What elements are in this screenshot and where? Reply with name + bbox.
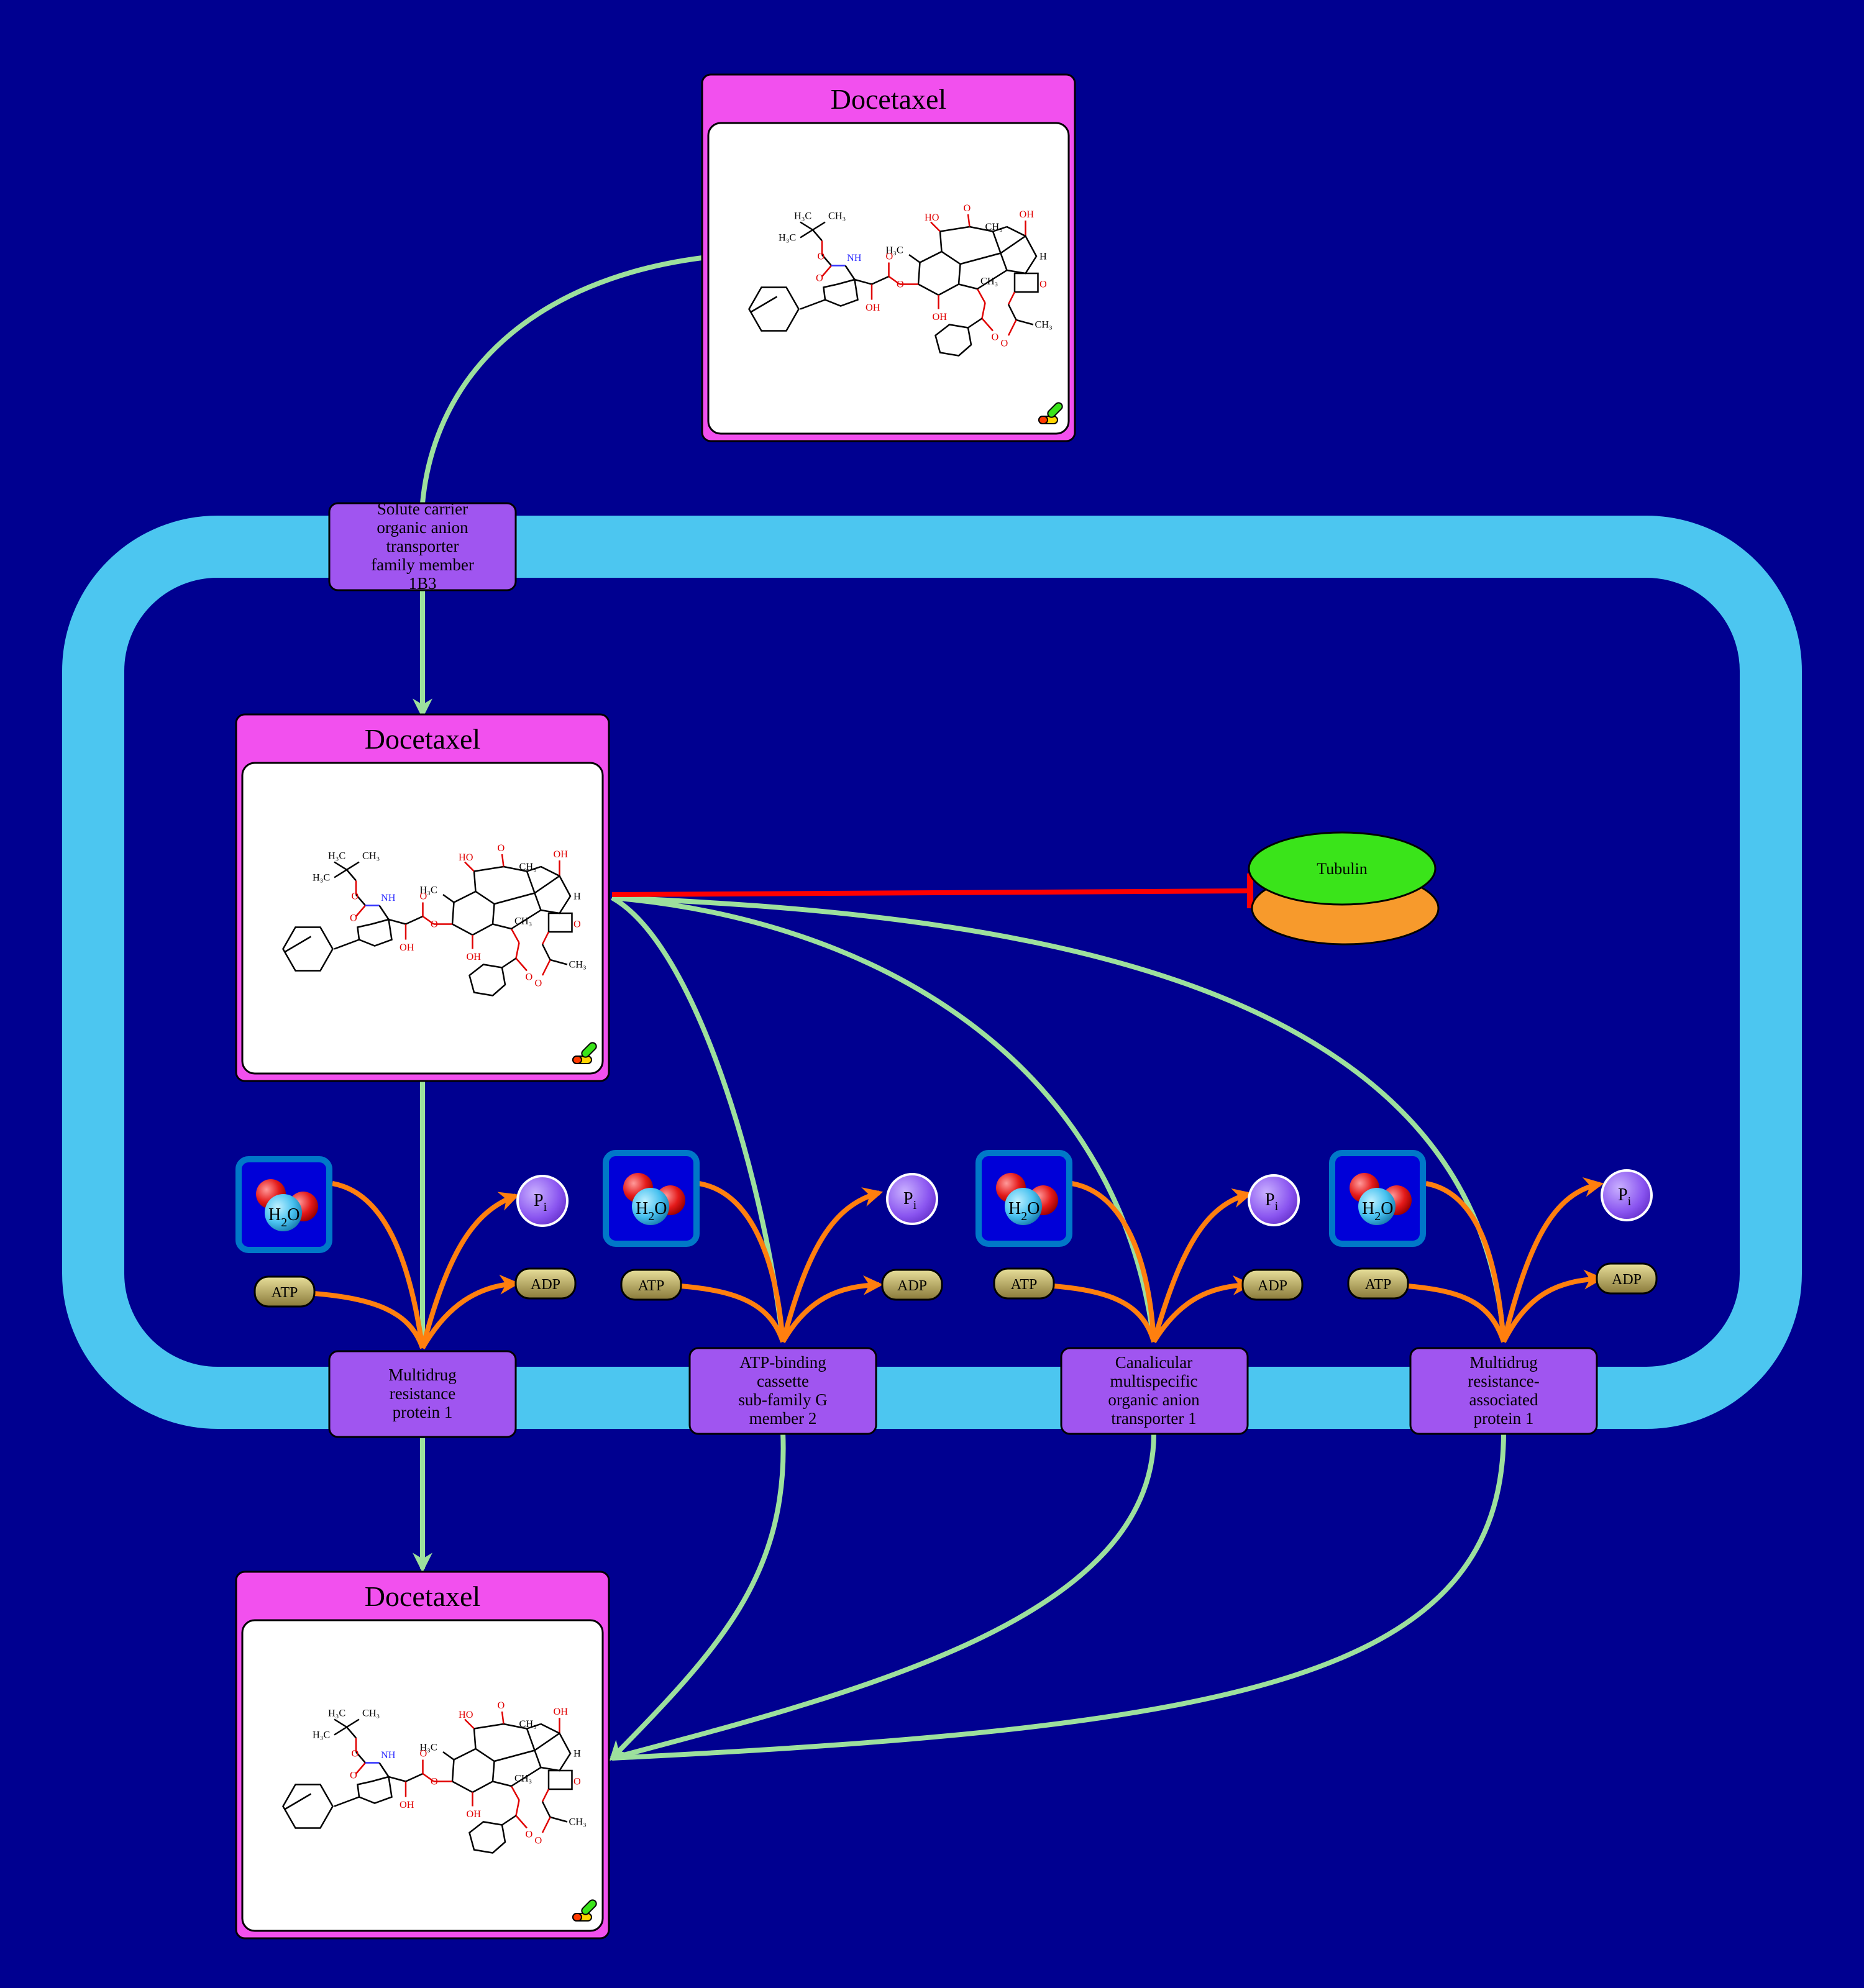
efflux-path-abcg2-out xyxy=(609,1431,786,1761)
phosphate-node[interactable]: Pi xyxy=(886,1173,938,1225)
water-node[interactable]: H2O xyxy=(979,1153,1069,1244)
atp-pill xyxy=(620,1269,682,1301)
phosphate-label: Pi xyxy=(534,1191,547,1214)
transporter-label-line: multispecific xyxy=(1110,1372,1198,1390)
adp-pill xyxy=(1241,1269,1304,1301)
docetaxel-effluxed-node[interactable]: Docetaxel xyxy=(235,1571,610,1940)
phosphate-label: Pi xyxy=(1618,1185,1632,1208)
drug-structure-panel xyxy=(241,762,604,1075)
transporter-label-line: Multidrug xyxy=(1469,1353,1538,1372)
transporter-label-line: member 2 xyxy=(749,1409,817,1428)
transporter-label-line: organic anion xyxy=(1108,1390,1200,1409)
transporter-mdr1[interactable]: Multidrug resistance protein 1 xyxy=(328,1350,517,1438)
atp-label: ATP xyxy=(1011,1277,1038,1293)
tubulin-node[interactable]: Tubulin xyxy=(1248,831,1440,946)
drug-structure-panel xyxy=(707,122,1070,435)
water-node[interactable]: H2O xyxy=(1332,1153,1423,1244)
transporter-box xyxy=(1409,1347,1598,1435)
transporter-label-line: Multidrug xyxy=(388,1366,457,1384)
atp-node[interactable]: ATP xyxy=(1347,1267,1409,1300)
transporter-label-line: transporter xyxy=(386,537,459,555)
tubulin-upper-shape xyxy=(1248,831,1437,906)
transporter-box xyxy=(328,502,517,591)
atp-label: ATP xyxy=(1365,1277,1392,1293)
adp-label: ADP xyxy=(1612,1272,1642,1288)
transporter-cmoat[interactable]: Canalicular multispecific organic anion … xyxy=(1060,1347,1249,1435)
water-label: H2O xyxy=(268,1205,299,1229)
adp-node[interactable]: ADP xyxy=(881,1269,943,1301)
adp-label: ADP xyxy=(531,1277,560,1293)
drug-node-title: Docetaxel xyxy=(365,723,480,755)
tubulin-label: Tubulin xyxy=(1317,860,1367,878)
water-label: H2O xyxy=(1008,1199,1039,1223)
transporter-label-line: family member xyxy=(371,555,474,574)
atp-node[interactable]: ATP xyxy=(993,1267,1055,1300)
transporter-label-line: associated xyxy=(1469,1390,1538,1409)
water-molecule-icon xyxy=(979,1153,1069,1244)
transporter-abcg2[interactable]: ATP-binding cassette sub-family G member… xyxy=(688,1347,877,1435)
water-label: H2O xyxy=(636,1199,667,1223)
efflux-path-mrp1-in xyxy=(611,895,1506,1343)
cofactor-arrows-mrp1 xyxy=(1407,1177,1604,1343)
transporter-label-line: Solute carrier xyxy=(377,499,468,518)
cell-membrane xyxy=(62,516,1802,1429)
adp-node[interactable]: ADP xyxy=(514,1267,577,1300)
cofactor-arrows-cmoat xyxy=(1053,1181,1253,1344)
docetaxel-extracellular-node[interactable]: Docetaxel xyxy=(701,73,1076,442)
transporter-label-line: 1B3 xyxy=(408,574,436,593)
phosphate-node[interactable]: Pi xyxy=(516,1175,569,1227)
atp-pill xyxy=(254,1275,316,1308)
adp-label: ADP xyxy=(897,1278,927,1294)
atp-node[interactable]: ATP xyxy=(620,1269,682,1301)
adp-pill xyxy=(881,1269,943,1301)
transporter-label-line: organic anion xyxy=(377,518,468,537)
phosphate-label: Pi xyxy=(903,1189,917,1212)
transporter-label-line: transporter 1 xyxy=(1111,1409,1196,1428)
phosphate-label: Pi xyxy=(1265,1190,1279,1213)
atp-pill xyxy=(1347,1267,1409,1300)
uptake-arrow-start xyxy=(420,255,703,504)
docetaxel-intracellular-node[interactable]: Docetaxel xyxy=(235,713,610,1082)
transporter-label-line: resistance- xyxy=(1468,1372,1539,1390)
transporter-box xyxy=(688,1347,877,1435)
cofactor-arrows-abcg2 xyxy=(680,1181,884,1343)
adp-pill xyxy=(514,1267,577,1300)
transporter-label-line: protein 1 xyxy=(393,1403,453,1421)
water-molecule-icon xyxy=(606,1153,697,1244)
atp-pill xyxy=(993,1267,1055,1300)
efflux-path-cmoat-out xyxy=(611,1431,1157,1761)
transporter-slco1b3[interactable]: Solute carrier organic anion transporter… xyxy=(328,499,517,593)
transporter-box xyxy=(328,1350,517,1438)
water-node[interactable]: H2O xyxy=(239,1159,329,1250)
adp-label: ADP xyxy=(1258,1278,1287,1294)
transporter-box xyxy=(1060,1347,1249,1435)
water-molecule-icon xyxy=(1332,1153,1423,1244)
tubulin-inhibition-line xyxy=(611,888,1250,897)
phosphate-node[interactable]: Pi xyxy=(1601,1169,1653,1221)
transporter-label-line: ATP-binding xyxy=(739,1353,826,1372)
water-label: H2O xyxy=(1362,1199,1393,1223)
transporter-label-line: cassette xyxy=(757,1372,809,1390)
water-node[interactable]: H2O xyxy=(606,1153,697,1244)
drug-node-title: Docetaxel xyxy=(365,1580,480,1612)
transporter-label-line: resistance xyxy=(390,1384,455,1403)
adp-node[interactable]: ADP xyxy=(1596,1262,1658,1295)
drug-node-title: Docetaxel xyxy=(831,83,946,115)
transporter-mrp1[interactable]: Multidrug resistance- associated protein… xyxy=(1409,1347,1598,1435)
phosphate-node[interactable]: Pi xyxy=(1248,1174,1300,1226)
drug-structure-panel xyxy=(241,1619,604,1932)
adp-node[interactable]: ADP xyxy=(1241,1269,1304,1301)
cofactor-arrows-mdr1 xyxy=(313,1181,520,1349)
atp-label: ATP xyxy=(638,1278,665,1294)
water-molecule-icon xyxy=(239,1159,329,1250)
transporter-label-line: sub-family G xyxy=(738,1390,827,1409)
atp-node[interactable]: ATP xyxy=(254,1275,316,1308)
adp-pill xyxy=(1596,1262,1658,1295)
transporter-label-line: Canalicular xyxy=(1115,1353,1192,1372)
efflux-path-cmoat-in xyxy=(611,895,1156,1343)
efflux-path-mrp1-out xyxy=(611,1431,1506,1761)
atp-label: ATP xyxy=(272,1285,298,1301)
transporter-label-line: protein 1 xyxy=(1474,1409,1534,1428)
